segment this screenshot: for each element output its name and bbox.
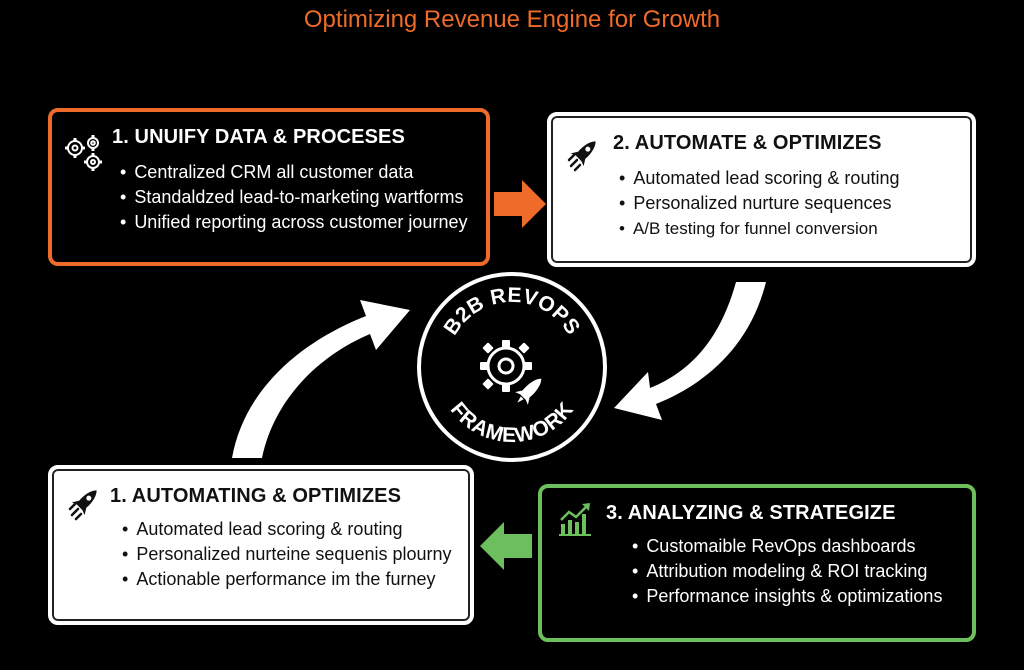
card-analyzing-heading: 3. ANALYZING & STRATEGIZE — [606, 502, 896, 524]
curved-arrow-down — [614, 282, 766, 420]
card-unify-heading: 1. UNUIFY DATA & PROCESES — [112, 126, 405, 148]
list-item: A/B testing for funnel conversion — [619, 216, 899, 241]
card-analyzing: 3. ANALYZING & STRATEGIZE Customaible Re… — [538, 484, 976, 642]
arrow-left-green — [480, 522, 532, 570]
card-automate-heading: 2. AUTOMATE & OPTIMIZES — [613, 132, 882, 154]
growth-chart-icon — [559, 503, 591, 536]
card-automating-list: Automated lead scoring & routing Persona… — [122, 517, 452, 592]
gear-rocket-icon — [480, 340, 542, 405]
list-item: Personalized nurture sequences — [619, 191, 899, 216]
curved-arrow-up — [232, 300, 410, 458]
list-item: Unified reporting across customer journe… — [120, 210, 467, 235]
card-analyzing-list: Customaible RevOps dashboards Attributio… — [632, 534, 942, 609]
list-item: Personalized nurteine sequenis plourny — [122, 542, 451, 567]
arrow-right-orange — [494, 180, 546, 228]
list-item: Performance insights & optimizations — [632, 584, 942, 609]
card-unify-data: 1. UNUIFY DATA & PROCESES Centralized CR… — [48, 108, 490, 266]
list-item: Actionable performance im the furney — [122, 567, 452, 592]
gears-icon — [65, 135, 102, 171]
diagram-title: Optimizing Revenue Engine for Growth — [303, 6, 721, 33]
card-unify-list: Centralized CRM all customer data Standa… — [120, 160, 467, 235]
card-automating: 1. AUTOMATING & OPTIMIZES Automated lead… — [48, 465, 474, 625]
list-item: Automated lead scoring & routing — [619, 166, 899, 191]
list-item: Customaible RevOps dashboards — [632, 534, 942, 559]
rocket-icon — [68, 490, 97, 521]
list-item: Attribution modeling & ROI tracking — [632, 559, 942, 584]
card-automating-heading: 1. AUTOMATING & OPTIMIZES — [110, 485, 402, 507]
card-automate: 2. AUTOMATE & OPTIMIZES Automated lead s… — [547, 112, 976, 267]
rocket-icon — [567, 141, 596, 172]
list-item: Standaldzed lead-to-marketing wartforms — [120, 185, 467, 210]
card-automate-list: Automated lead scoring & routing Persona… — [619, 166, 900, 241]
list-item: Centralized CRM all customer data — [120, 160, 467, 185]
list-item: Automated lead scoring & routing — [122, 517, 452, 542]
